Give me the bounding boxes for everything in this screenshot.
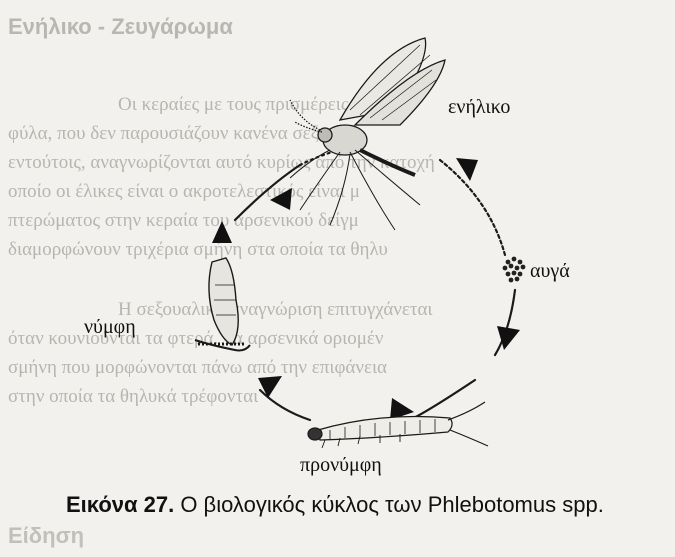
label-adult: ενήλικο (448, 96, 510, 119)
caption-text: Ο βιολογικός κύκλος των Phlebotomus spp. (174, 492, 604, 517)
label-prepupa: προνύμφη (300, 454, 382, 477)
arrow-icon (270, 188, 292, 210)
figure-caption: Εικόνα 27. Ο βιολογικός κύκλος των Phleb… (66, 492, 604, 518)
background-bottom-heading: Είδηση (8, 523, 84, 549)
pupa-icon (195, 258, 250, 350)
label-eggs: αυγά (530, 260, 570, 283)
arrow-icon (258, 376, 282, 398)
label-pupa: νύμφη (84, 316, 136, 339)
caption-prefix: Εικόνα 27. (66, 492, 174, 517)
arrow-icon (212, 221, 232, 243)
eggs-cluster-icon (503, 257, 526, 283)
sandfly-adult-icon (290, 38, 445, 230)
